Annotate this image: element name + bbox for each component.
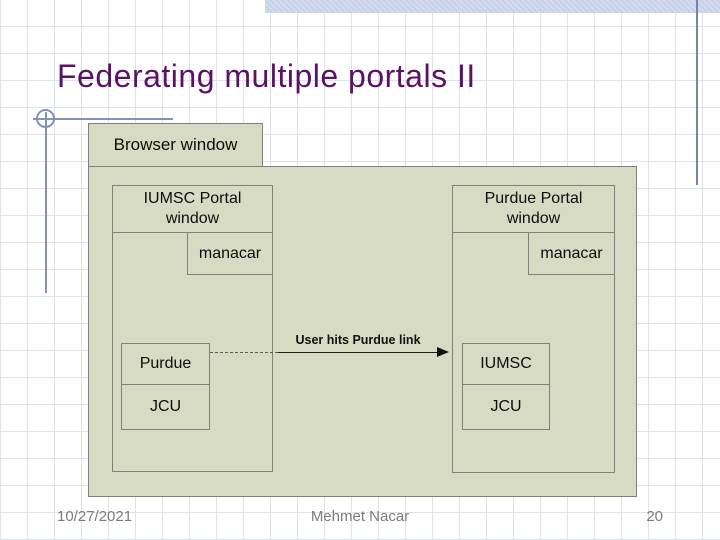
left-jcu-box[interactable]: JCU	[121, 384, 210, 430]
left-accent-line	[45, 112, 47, 293]
iumsc-link-label: IUMSC	[480, 355, 532, 372]
browser-window-label-box: Browser window	[88, 123, 263, 167]
slide-title: Federating multiple portals II	[57, 58, 476, 94]
browser-window-label: Browser window	[113, 135, 238, 154]
right-manacar-box: manacar	[528, 232, 615, 275]
purdue-link-label: Purdue	[139, 355, 192, 372]
arrow-line	[278, 352, 438, 353]
left-jcu-label: JCU	[149, 398, 182, 415]
left-manacar-label: manacar	[198, 244, 262, 262]
right-accent-line	[696, 0, 698, 185]
circle-ornament	[36, 109, 55, 128]
right-jcu-box[interactable]: JCU	[462, 384, 550, 430]
right-jcu-label: JCU	[490, 398, 522, 415]
footer-author: Mehmet Nacar	[310, 508, 410, 525]
iumsc-portal-window-title: IUMSC Portal window	[143, 190, 242, 227]
top-accent-band	[265, 0, 720, 13]
dashed-connector-line	[210, 352, 278, 353]
iumsc-portal-window-header: IUMSC Portal window	[113, 186, 272, 233]
purdue-link-box[interactable]: Purdue	[121, 343, 210, 385]
left-manacar-box: manacar	[187, 232, 273, 275]
footer-date: 10/27/2021	[57, 508, 133, 525]
purdue-portal-window-header: Purdue Portal window	[453, 186, 614, 233]
title-underline-ornament	[33, 118, 173, 120]
footer-page-number: 20	[646, 508, 663, 525]
iumsc-link-box[interactable]: IUMSC	[462, 343, 550, 385]
purdue-portal-window-title: Purdue Portal window	[484, 190, 583, 227]
arrow-label: User hits Purdue link	[295, 333, 421, 347]
right-manacar-label: manacar	[540, 244, 603, 262]
arrow-head	[437, 347, 449, 357]
